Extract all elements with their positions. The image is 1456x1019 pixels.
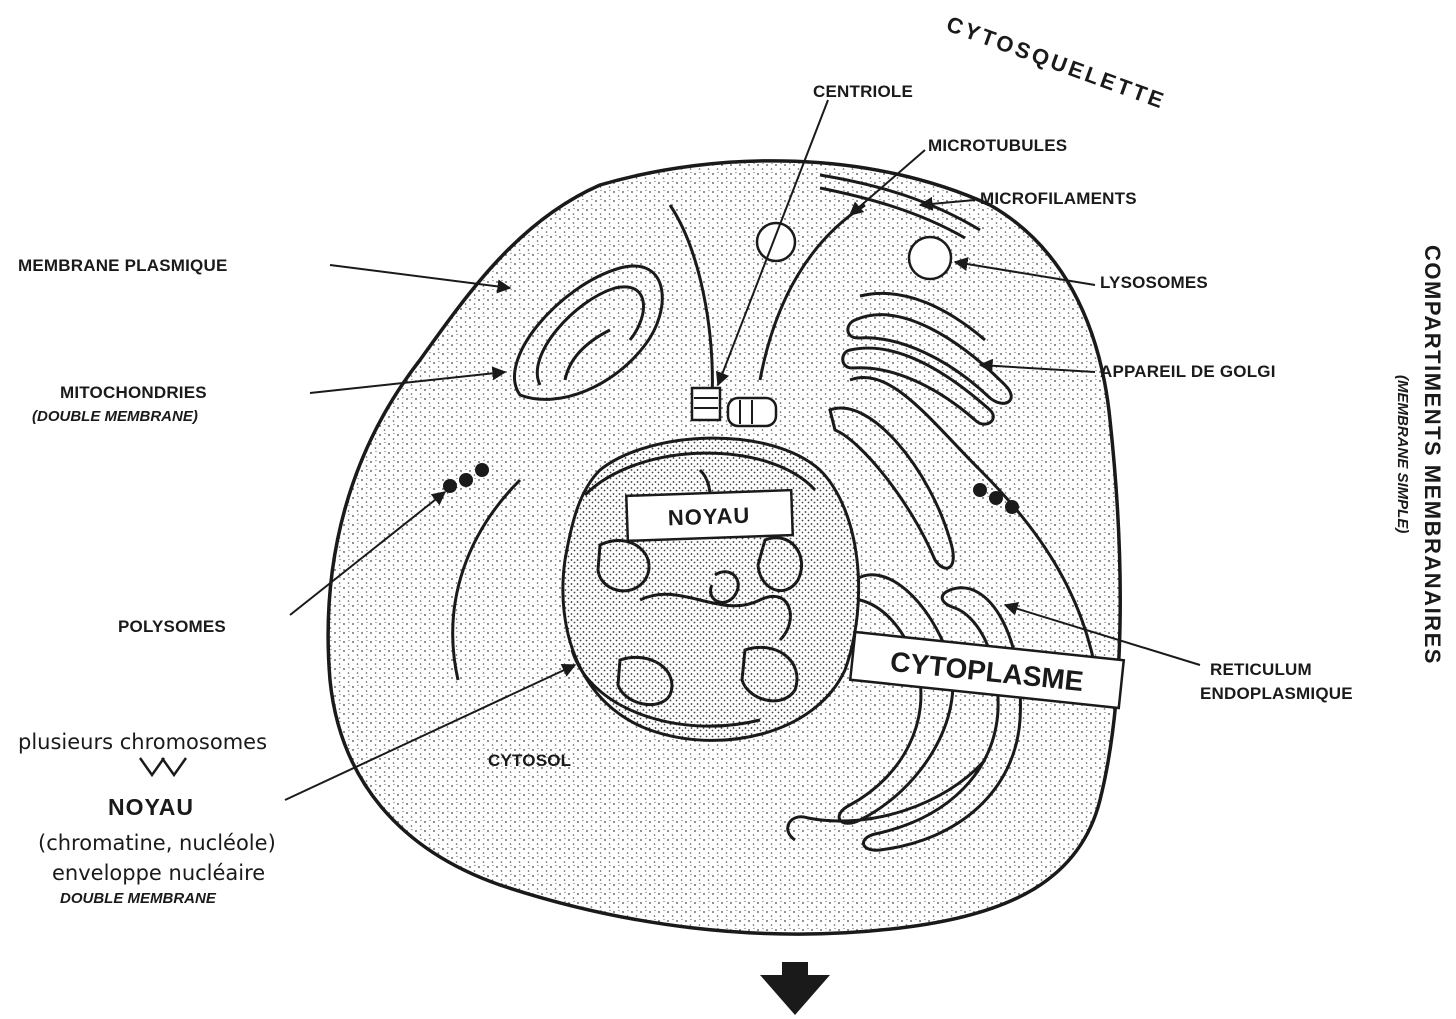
- label-polysomes: POLYSOMES: [118, 617, 226, 636]
- label-noyau-left: NOYAU: [108, 794, 194, 820]
- centriole-vesicle: [757, 223, 795, 261]
- label-mitochondries-note: (DOUBLE MEMBRANE): [32, 408, 198, 425]
- double-down-arrow-icon: [140, 758, 186, 775]
- nucleus: [563, 438, 859, 740]
- svg-text:NOYAU: NOYAU: [667, 503, 750, 531]
- label-mitochondries: MITOCHONDRIES: [60, 383, 207, 402]
- label-microtubules: MICROTUBULES: [928, 136, 1067, 155]
- label-centriole: CENTRIOLE: [813, 82, 913, 101]
- label-reticulum-2: ENDOPLASMIQUE: [1200, 684, 1353, 703]
- label-microfilaments: MICROFILAMENTS: [980, 189, 1137, 208]
- label-cytosol: CYTOSOL: [488, 751, 571, 770]
- label-compartiments: COMPARTIMENTS MEMBRANAIRES: [1420, 245, 1445, 665]
- label-cytosquelette: CYTOSQUELETTE: [943, 11, 1169, 114]
- lysosome: [909, 237, 951, 279]
- label-golgi: APPAREIL DE GOLGI: [1100, 362, 1276, 381]
- label-chromosomes: plusieurs chromosomes: [18, 730, 267, 754]
- noyau-box: NOYAU: [626, 490, 792, 541]
- label-lysosomes: LYSOSOMES: [1100, 273, 1208, 292]
- label-noyau-detail: (chromatine, nucléole): [38, 831, 276, 855]
- label-compartiments-note: (MEMBRANE SIMPLE): [1394, 375, 1411, 533]
- label-membrane-plasmique: MEMBRANE PLASMIQUE: [18, 256, 228, 275]
- label-double-membrane: DOUBLE MEMBRANE: [60, 890, 217, 907]
- down-arrow-icon: [760, 962, 830, 1015]
- label-enveloppe: enveloppe nucléaire: [52, 861, 265, 885]
- label-reticulum-1: RETICULUM: [1210, 660, 1312, 679]
